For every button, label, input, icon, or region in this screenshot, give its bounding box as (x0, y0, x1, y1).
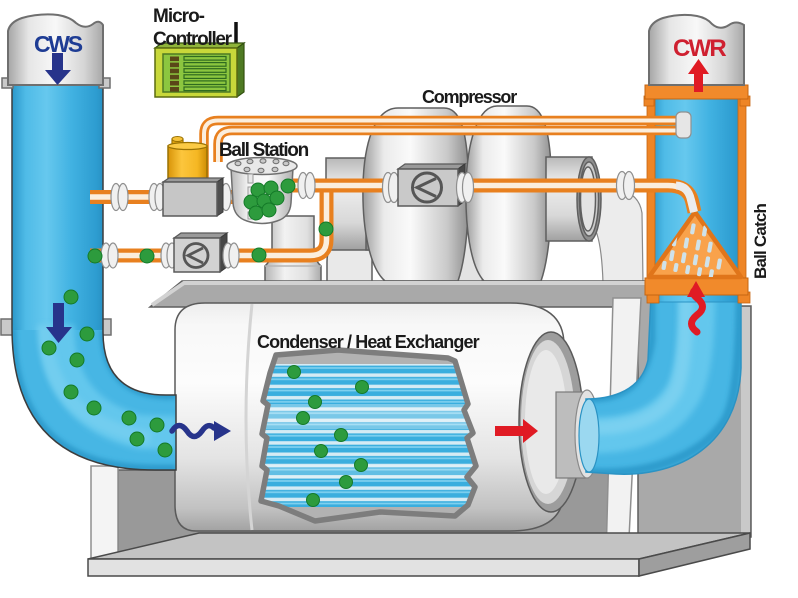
svg-text:CWS: CWS (34, 31, 83, 57)
svg-text:CWR: CWR (673, 35, 726, 62)
svg-text:Ball Station: Ball Station (219, 140, 309, 161)
svg-text:Controller: Controller (153, 29, 233, 50)
svg-text:Compressor: Compressor (422, 87, 517, 107)
svg-text:Ball Catch: Ball Catch (751, 203, 770, 279)
svg-text:Condenser / Heat Exchanger: Condenser / Heat Exchanger (257, 332, 480, 352)
svg-text:Micro-: Micro- (153, 6, 205, 27)
